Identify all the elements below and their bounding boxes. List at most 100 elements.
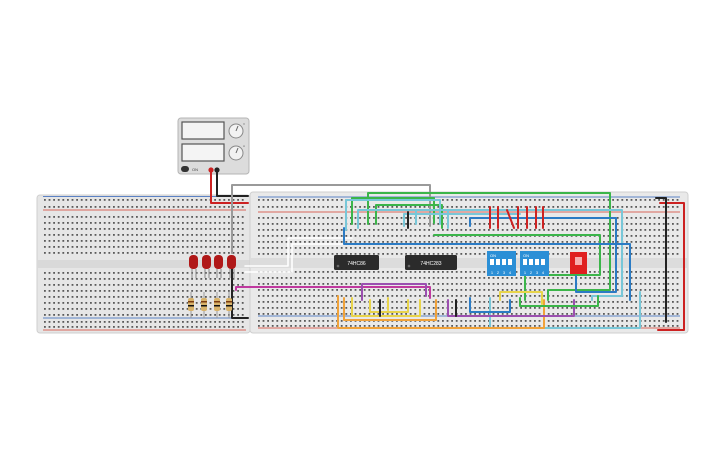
breadboard-hole[interactable]: [313, 301, 315, 303]
breadboard-hole[interactable]: [543, 277, 545, 279]
breadboard-hole[interactable]: [515, 301, 518, 303]
breadboard-hole[interactable]: [469, 253, 472, 255]
breadboard-hole[interactable]: [639, 206, 642, 208]
breadboard-hole[interactable]: [126, 290, 129, 292]
breadboard-hole[interactable]: [172, 321, 175, 323]
breadboard-hole[interactable]: [168, 326, 170, 328]
breadboard-hole[interactable]: [478, 229, 481, 231]
breadboard-hole[interactable]: [667, 295, 670, 297]
breadboard-hole[interactable]: [451, 289, 453, 291]
breadboard-hole[interactable]: [85, 216, 88, 218]
breadboard-hole[interactable]: [363, 295, 366, 297]
breadboard-hole[interactable]: [57, 278, 60, 280]
breadboard-hole[interactable]: [108, 252, 111, 254]
breadboard-hole[interactable]: [313, 295, 315, 297]
breadboard-hole[interactable]: [414, 229, 417, 231]
wire-red-right[interactable]: [657, 202, 685, 331]
breadboard-hole[interactable]: [276, 289, 279, 291]
breadboard-hole[interactable]: [345, 295, 348, 297]
breadboard-hole[interactable]: [428, 241, 430, 243]
breadboard-hole[interactable]: [419, 223, 421, 225]
breadboard-hole[interactable]: [168, 222, 170, 224]
breadboard-hole[interactable]: [186, 326, 189, 328]
breadboard-hole[interactable]: [304, 277, 306, 279]
breadboard-hole[interactable]: [455, 277, 458, 279]
breadboard-hole[interactable]: [103, 206, 106, 208]
breadboard-hole[interactable]: [140, 296, 143, 298]
breadboard-hole[interactable]: [327, 283, 329, 285]
breadboard-hole[interactable]: [409, 241, 412, 243]
breadboard-hole[interactable]: [136, 284, 138, 286]
breadboard-hole[interactable]: [136, 326, 138, 328]
breadboard-hole[interactable]: [497, 199, 499, 201]
breadboard-hole[interactable]: [667, 253, 670, 255]
breadboard-hole[interactable]: [359, 241, 361, 243]
breadboard-hole[interactable]: [267, 235, 269, 237]
breadboard-hole[interactable]: [460, 283, 463, 285]
breadboard-hole[interactable]: [145, 321, 147, 323]
breadboard-hole[interactable]: [195, 296, 198, 298]
breadboard-hole[interactable]: [538, 247, 541, 249]
breadboard-hole[interactable]: [345, 325, 348, 327]
breadboard-hole[interactable]: [214, 234, 216, 236]
breadboard-hole[interactable]: [94, 290, 97, 292]
breadboard-hole[interactable]: [44, 302, 46, 304]
breadboard-hole[interactable]: [492, 307, 495, 309]
breadboard-hole[interactable]: [359, 301, 361, 303]
breadboard-hole[interactable]: [159, 290, 161, 292]
breadboard-hole[interactable]: [377, 289, 380, 291]
breadboard-hole[interactable]: [168, 240, 170, 242]
breadboard-hole[interactable]: [359, 289, 361, 291]
breadboard-hole[interactable]: [547, 223, 550, 225]
breadboard-hole[interactable]: [108, 308, 111, 310]
breadboard-hole[interactable]: [382, 253, 384, 255]
breadboard-hole[interactable]: [154, 228, 157, 230]
breadboard-hole[interactable]: [313, 247, 315, 249]
breadboard-hole[interactable]: [570, 320, 573, 322]
breadboard-hole[interactable]: [90, 252, 92, 254]
breadboard-hole[interactable]: [191, 222, 193, 224]
breadboard-hole[interactable]: [331, 295, 334, 297]
breadboard-hole[interactable]: [662, 223, 665, 225]
breadboard-hole[interactable]: [113, 326, 115, 328]
breadboard-hole[interactable]: [304, 253, 306, 255]
breadboard-hole[interactable]: [570, 223, 573, 225]
breadboard-hole[interactable]: [529, 241, 532, 243]
breadboard-hole[interactable]: [172, 228, 175, 230]
breadboard-hole[interactable]: [267, 325, 269, 327]
breadboard-hole[interactable]: [232, 252, 235, 254]
breadboard-hole[interactable]: [672, 295, 674, 297]
breadboard-hole[interactable]: [191, 326, 193, 328]
breadboard-hole[interactable]: [478, 295, 481, 297]
breadboard-hole[interactable]: [672, 253, 674, 255]
breadboard-hole[interactable]: [262, 295, 265, 297]
breadboard-hole[interactable]: [131, 272, 134, 274]
breadboard-hole[interactable]: [53, 228, 55, 230]
breadboard-hole[interactable]: [584, 206, 587, 208]
breadboard-hole[interactable]: [460, 307, 463, 309]
breadboard-hole[interactable]: [570, 247, 573, 249]
breadboard-hole[interactable]: [465, 223, 467, 225]
breadboard-hole[interactable]: [437, 313, 440, 315]
breadboard-hole[interactable]: [672, 223, 674, 225]
breadboard-hole[interactable]: [163, 240, 166, 242]
breadboard-hole[interactable]: [506, 206, 509, 208]
breadboard-hole[interactable]: [267, 307, 269, 309]
breadboard-hole[interactable]: [163, 246, 166, 248]
breadboard-hole[interactable]: [340, 229, 343, 231]
breadboard-hole[interactable]: [414, 271, 417, 273]
breadboard-hole[interactable]: [191, 284, 193, 286]
breadboard-hole[interactable]: [561, 295, 564, 297]
breadboard-hole[interactable]: [232, 290, 235, 292]
breadboard-hole[interactable]: [437, 253, 440, 255]
breadboard-hole[interactable]: [172, 206, 175, 208]
breadboard-hole[interactable]: [400, 271, 403, 273]
breadboard-hole[interactable]: [672, 277, 674, 279]
dip-toggle[interactable]: [490, 259, 494, 265]
breadboard-hole[interactable]: [607, 247, 610, 249]
breadboard-hole[interactable]: [432, 277, 435, 279]
breadboard-hole[interactable]: [354, 241, 357, 243]
breadboard-hole[interactable]: [363, 217, 366, 219]
breadboard-hole[interactable]: [308, 247, 311, 249]
breadboard-hole[interactable]: [140, 222, 143, 224]
